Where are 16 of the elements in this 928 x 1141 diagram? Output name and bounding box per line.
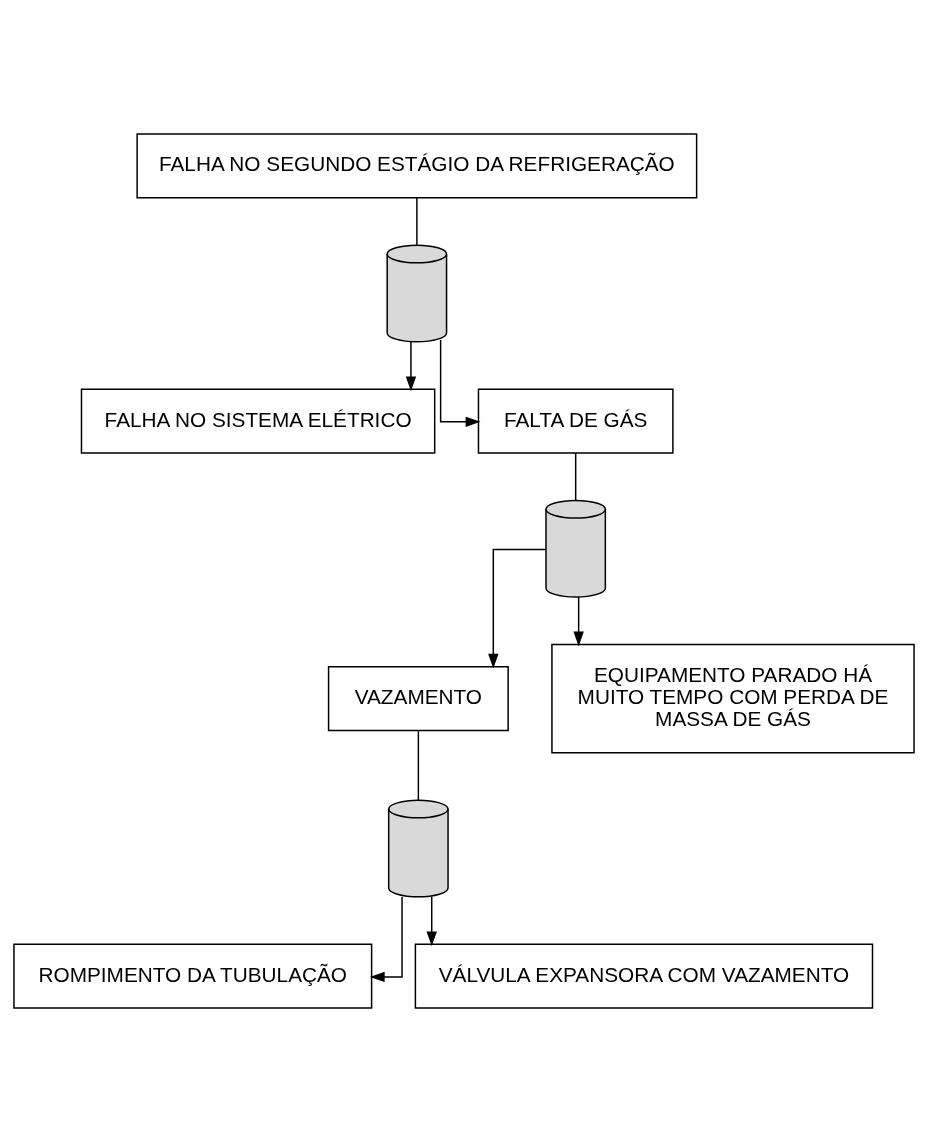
arrow — [426, 895, 437, 946]
arrow — [573, 595, 584, 646]
node-box: ROMPIMENTO DA TUBULAÇÃO — [13, 943, 373, 1009]
node-box: VÁLVULA EXPANSORA COM VAZAMENTO — [414, 943, 874, 1009]
arrow — [369, 895, 403, 982]
node-box: FALTA DE GÁS — [477, 387, 674, 454]
arrow — [405, 340, 417, 391]
connector — [416, 196, 418, 246]
arrow — [488, 548, 547, 668]
node-box: FALHA NO SEGUNDO ESTÁGIO DA REFRIGERAÇÃO — [136, 132, 698, 198]
arrow — [439, 338, 481, 427]
connector — [574, 452, 577, 501]
connector — [417, 729, 420, 801]
node-box: EQUIPAMENTO PARADO HÁ MUITO TEMPO COM PERDA DE MASSA DE GÁS — [551, 643, 915, 754]
node-box: VAZAMENTO — [327, 665, 509, 731]
node-box: FALHA NO SISTEMA ELÉTRICO — [80, 387, 436, 454]
